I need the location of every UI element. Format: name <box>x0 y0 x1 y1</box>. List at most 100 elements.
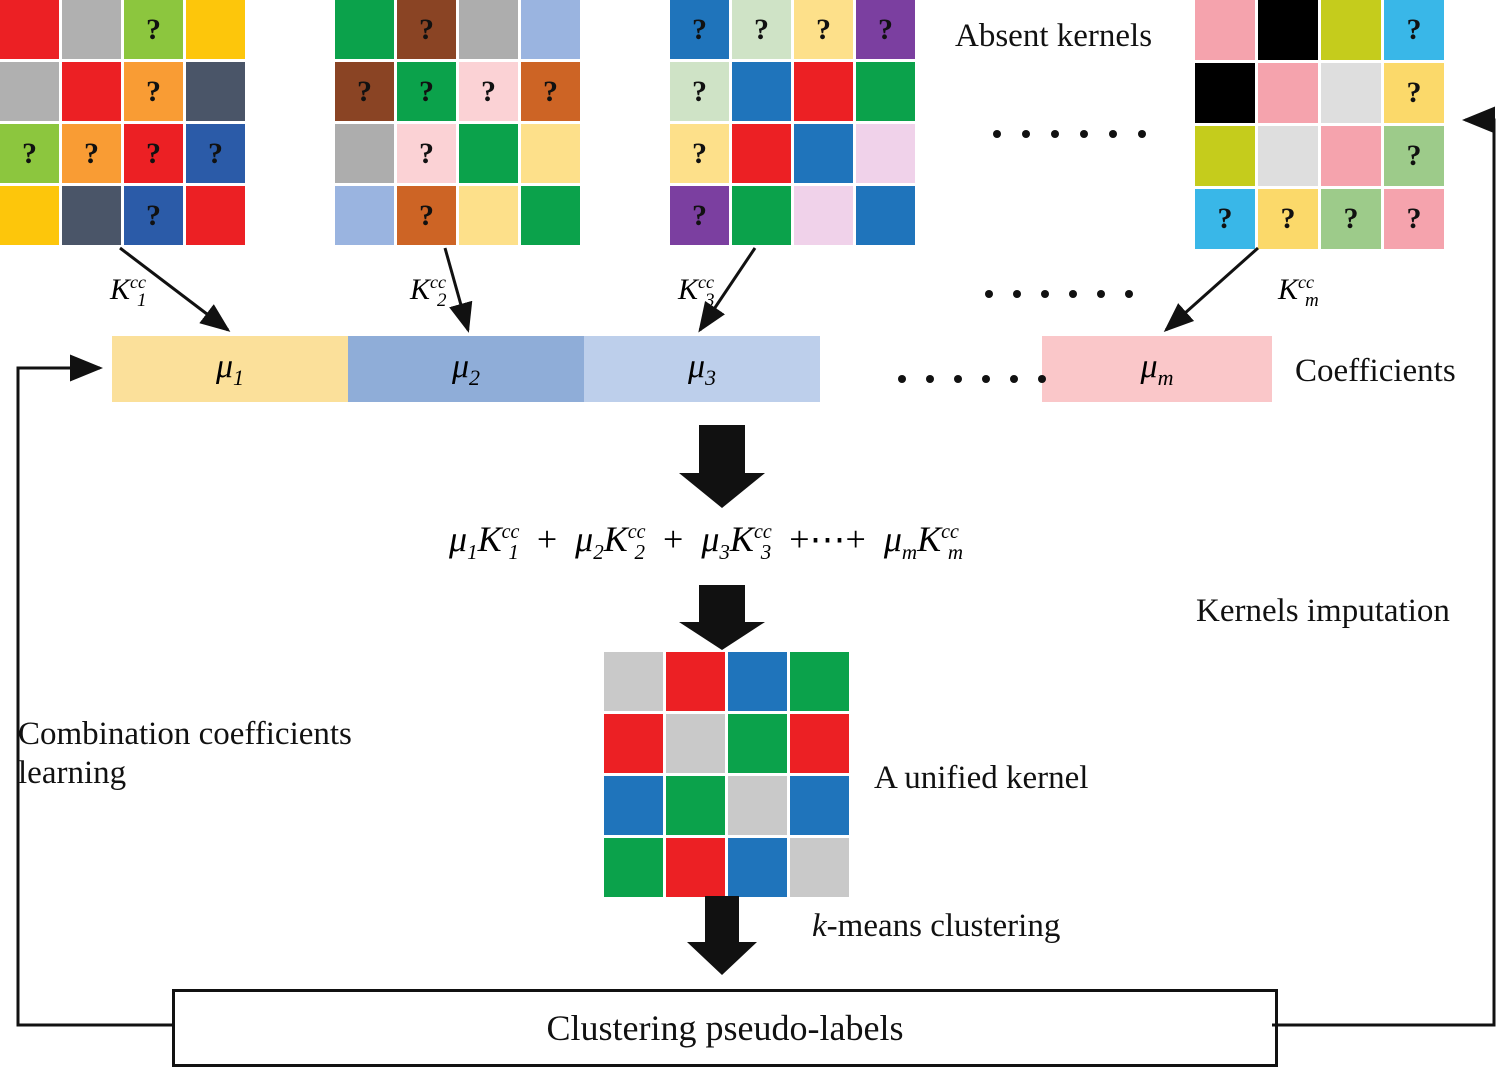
matrix-cell <box>1195 126 1255 186</box>
ellipsis-dot <box>954 375 962 383</box>
matrix-cell: ? <box>124 0 183 59</box>
ellipsis-dot <box>898 375 906 383</box>
matrix-cell: ? <box>1321 189 1381 249</box>
big-arrow-kernel-to-labels <box>687 896 757 975</box>
matrix-cell: ? <box>794 0 853 59</box>
absent-kernels-label: Absent kernels <box>955 18 1153 54</box>
matrix-cell: ? <box>1384 0 1444 60</box>
kernel-label-3-sup: cc <box>698 272 714 292</box>
kmeans-clustering-label: k-means clustering <box>812 908 1060 945</box>
matrix-cell <box>728 714 787 773</box>
big-arrow-formula-to-kernel <box>679 585 765 650</box>
coefficient-label-3: μ3 <box>687 347 717 390</box>
matrix-cell <box>856 124 915 183</box>
coefficient-segment-m[interactable]: μm <box>1042 336 1272 402</box>
matrix-cell: ? <box>459 62 518 121</box>
coefficient-segment-m-wrap: μm <box>1042 336 1272 402</box>
matrix-cell: ? <box>1384 126 1444 186</box>
matrix-cell: ? <box>397 62 456 121</box>
kernel-label-2: Kcc2 <box>410 272 447 312</box>
matrix-cell <box>728 776 787 835</box>
matrix-cell <box>521 186 580 245</box>
matrix-cell <box>186 62 245 121</box>
matrix-cell <box>459 0 518 59</box>
matrix-cell <box>790 838 849 897</box>
ellipsis-above-bar <box>985 290 1133 298</box>
combination-text: Combination coefficients learning <box>18 716 352 791</box>
matrix-cell <box>732 124 791 183</box>
ellipsis-dot <box>1097 290 1105 298</box>
coefficient-bar: μ1 μ2 μ3 <box>112 336 820 402</box>
kmeans-rest: -means clustering <box>826 908 1061 944</box>
coefficient-segment-1[interactable]: μ1 <box>112 336 348 402</box>
ellipsis-dot <box>1013 290 1021 298</box>
clustering-pseudo-labels-text: Clustering pseudo-labels <box>546 1008 904 1048</box>
matrix-cell <box>0 0 59 59</box>
coefficient-segment-3[interactable]: μ3 <box>584 336 820 402</box>
matrix-cell <box>0 62 59 121</box>
kernel-label-m-sup: cc <box>1298 272 1314 292</box>
matrix-cell: ? <box>62 124 121 183</box>
matrix-cell <box>1258 63 1318 123</box>
matrix-cell: ? <box>670 124 729 183</box>
matrix-cell <box>521 0 580 59</box>
matrix-cell <box>856 62 915 121</box>
ellipsis-dot <box>993 130 1001 138</box>
kernel-label-1-sup: cc <box>130 272 146 292</box>
matrix-cell <box>794 62 853 121</box>
matrix-cell <box>335 0 394 59</box>
clustering-pseudo-labels-box[interactable]: Clustering pseudo-labels <box>172 989 1278 1067</box>
feedback-loop-right <box>1272 106 1496 1027</box>
matrix-cell <box>1321 0 1381 60</box>
matrix-cell <box>62 0 121 59</box>
matrix-cell <box>794 124 853 183</box>
matrix-cell: ? <box>856 0 915 59</box>
matrix-cell: ? <box>670 0 729 59</box>
matrix-cell <box>790 714 849 773</box>
ellipsis-dot <box>1080 130 1088 138</box>
matrix-cell: ? <box>186 124 245 183</box>
matrix-cell <box>62 186 121 245</box>
kernel-label-1: Kcc1 <box>110 272 147 312</box>
coefficient-label-m: μm <box>1140 347 1174 390</box>
matrix-cell <box>459 186 518 245</box>
matrix-cell: ? <box>124 186 183 245</box>
ellipsis-dot <box>1038 375 1046 383</box>
kernels-imputation-label: Kernels imputation <box>1196 593 1450 629</box>
matrix-cell <box>1195 0 1255 60</box>
matrix-cell: ? <box>335 62 394 121</box>
matrix-cell <box>666 714 725 773</box>
matrix-cell <box>666 652 725 711</box>
kernel-label-2-base: K <box>410 273 431 306</box>
matrix-cell <box>732 62 791 121</box>
kernel-label-3-sub: 3 <box>705 290 715 311</box>
matrix-cell <box>335 186 394 245</box>
coefficient-label-2: μ2 <box>451 347 481 390</box>
arrow-matrixm-to-mum <box>1163 246 1259 332</box>
matrix-cell <box>1321 126 1381 186</box>
matrix-cell: ? <box>124 62 183 121</box>
matrix-cell <box>604 776 663 835</box>
absent-kernel-matrix-2: ??????? <box>335 0 580 245</box>
ellipsis-dot <box>1041 290 1049 298</box>
kernel-label-2-sup: cc <box>430 272 446 292</box>
matrix-cell <box>62 62 121 121</box>
matrix-cell <box>856 186 915 245</box>
kernel-label-m: Kccm <box>1278 272 1319 312</box>
ellipsis-dot <box>926 375 934 383</box>
ellipsis-dot <box>1069 290 1077 298</box>
combination-coefficients-learning-label: Combination coefficients learning <box>18 715 418 793</box>
matrix-cell <box>794 186 853 245</box>
matrix-cell <box>666 838 725 897</box>
matrix-cell: ? <box>1195 189 1255 249</box>
ellipsis-top <box>993 130 1146 138</box>
matrix-cell <box>1258 0 1318 60</box>
coefficient-label-1: μ1 <box>215 347 245 390</box>
matrix-cell: ? <box>1258 189 1318 249</box>
matrix-cell: ? <box>124 124 183 183</box>
ellipsis-dot <box>1010 375 1018 383</box>
matrix-cell: ? <box>670 62 729 121</box>
big-arrow-bar-to-formula <box>679 425 765 508</box>
coefficient-segment-2[interactable]: μ2 <box>348 336 584 402</box>
